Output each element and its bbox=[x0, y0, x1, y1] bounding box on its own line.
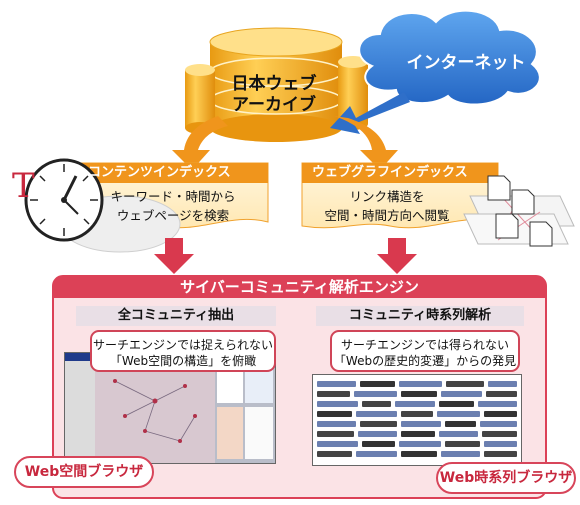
web-space-browser-label: Web空間ブラウザ bbox=[14, 456, 154, 488]
time-letter: T bbox=[12, 166, 35, 206]
internet-to-archive-arrow bbox=[330, 92, 410, 134]
right-callout-line2: 「Webの歴史的変遷」からの発見 bbox=[333, 354, 517, 368]
left-callout-line1: サーチエンジンでは捉えられない bbox=[92, 338, 273, 352]
graph-to-engine-arrow bbox=[377, 238, 417, 274]
graph-index-title: ウェブグラフインデックス bbox=[312, 165, 468, 180]
clock-icon bbox=[24, 158, 181, 253]
graph-index-description: リンク構造を 空間・時間方向へ閲覧 bbox=[302, 187, 472, 225]
content-to-engine-arrow bbox=[154, 238, 194, 274]
graph-index-card bbox=[301, 162, 499, 229]
graph-index-line1: リンク構造を bbox=[349, 189, 425, 204]
graph-index: ウェブグラフインデックス リンク構造を 空間・時間方向へ閲覧 bbox=[302, 163, 498, 225]
web-timeline-browser-label: Web時系列ブラウザ bbox=[436, 462, 576, 494]
engine-title: サイバーコミュニティ解析エンジン bbox=[180, 278, 419, 296]
screenshot-page-thumb-3 bbox=[217, 407, 243, 459]
timeline-rows bbox=[317, 379, 518, 460]
right-callout: サーチエンジンでは得られない 「Webの歴史的変遷」からの発見 bbox=[330, 330, 520, 372]
content-index-description: キーワード・時間から ウェブページを検索 bbox=[78, 187, 268, 225]
left-panel-title: 全コミュニティ抽出 bbox=[76, 306, 276, 326]
content-index-line1: キーワード・時間から bbox=[110, 189, 236, 204]
web-timeline-browser-screenshot bbox=[312, 374, 522, 466]
screenshot-graph-area bbox=[95, 361, 215, 463]
web-graph-documents-icon bbox=[463, 175, 575, 247]
right-panel-title: コミュニティ時系列解析 bbox=[316, 306, 524, 326]
screenshot-sidebar bbox=[65, 361, 95, 463]
content-index-line2: ウェブページを検索 bbox=[116, 208, 230, 223]
archive-to-graph-arrow bbox=[334, 116, 398, 170]
content-index: コンテンツインデックス キーワード・時間から ウェブページを検索 bbox=[78, 163, 268, 225]
left-callout-line2: 「Web空間の構造」を俯瞰 bbox=[109, 354, 257, 368]
content-index-title: コンテンツインデックス bbox=[88, 165, 231, 180]
archive-label-line1: 日本ウェブ bbox=[231, 74, 317, 94]
archive-label-line2: アーカイブ bbox=[232, 95, 316, 115]
community-graph-icon bbox=[113, 379, 197, 443]
right-callout-line1: サーチエンジンでは得られない bbox=[340, 338, 509, 352]
left-callout: サーチエンジンでは捉えられない 「Web空間の構造」を俯瞰 bbox=[90, 330, 276, 372]
archive-label: 日本ウェブ アーカイブ bbox=[218, 74, 330, 116]
archive-to-content-arrow bbox=[172, 116, 228, 170]
graph-index-line2: 空間・時間方向へ閲覧 bbox=[324, 208, 450, 223]
internet-label: インターネット bbox=[406, 53, 526, 73]
screenshot-page-thumb-4 bbox=[245, 407, 273, 459]
